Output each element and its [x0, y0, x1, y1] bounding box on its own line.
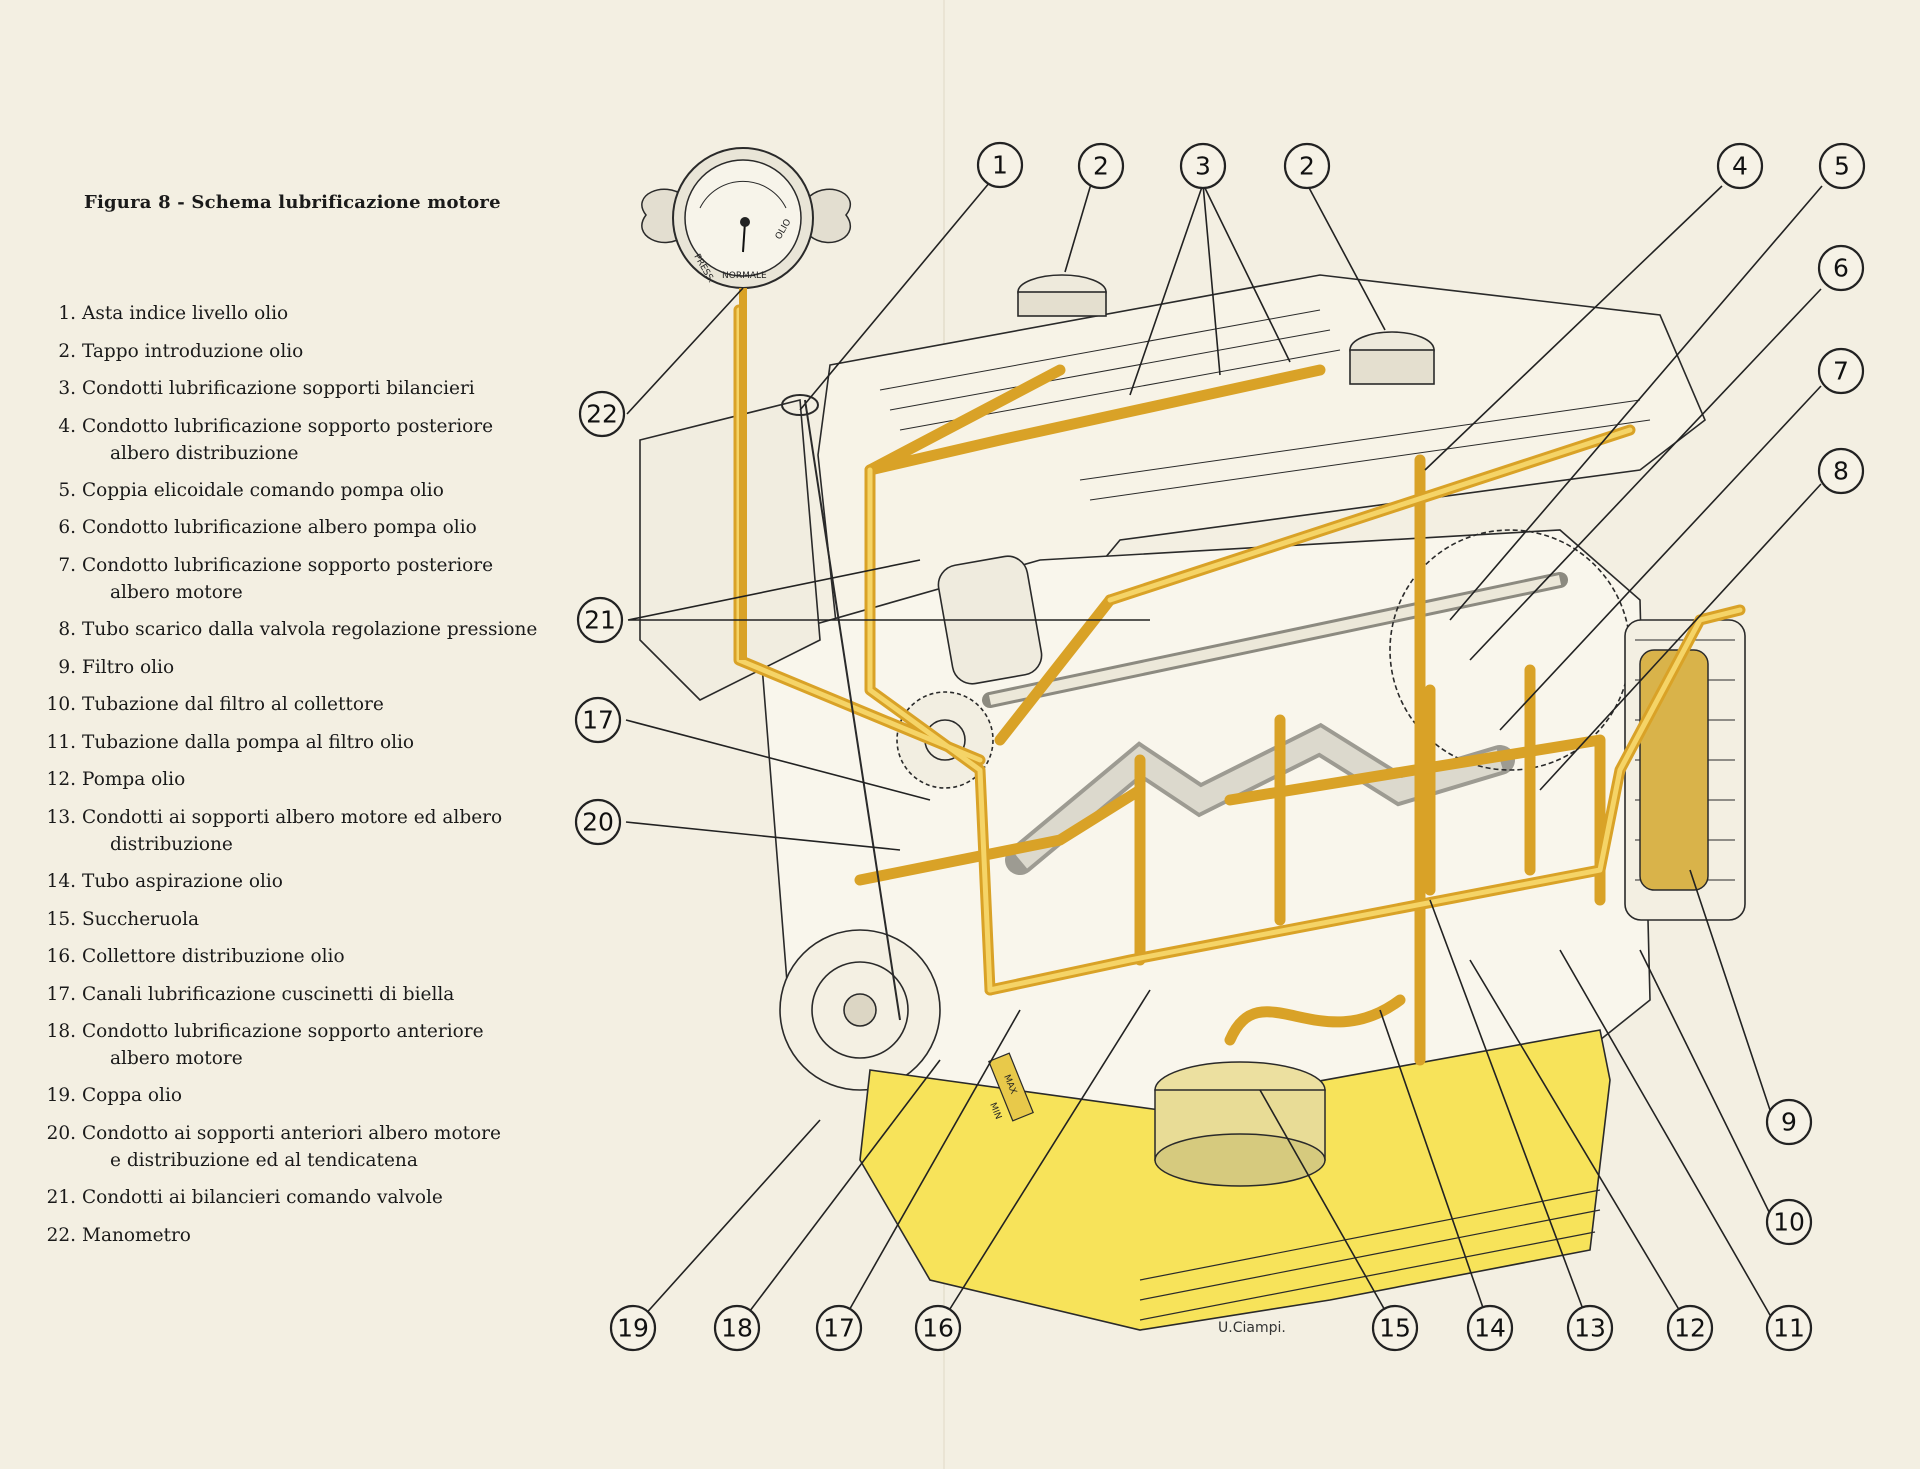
svg-text:6: 6	[1833, 254, 1849, 283]
oil-filter-element	[1639, 649, 1709, 891]
legend-item: 11.Tubazione dalla pompa al filtro olio	[46, 731, 415, 753]
pressure-gauge: PRESS. NORMALE OLIO	[641, 147, 852, 660]
legend-item: 14.Tubo aspirazione olio	[46, 870, 283, 892]
legend-item: 17.Canali lubrificazione cuscinetti di b…	[46, 983, 455, 1005]
legend-item: 8.Tubo scarico dalla valvola regolazione…	[58, 618, 538, 640]
svg-text:5: 5	[1834, 152, 1850, 181]
figure-title: Figura 8 - Schema lubrificazione motore	[84, 192, 501, 213]
svg-text:20: 20	[582, 808, 614, 837]
legend-item: 18.Condotto lubrificazione sopporto ante…	[46, 1021, 484, 1070]
svg-text:10: 10	[1773, 1208, 1805, 1237]
svg-text:18: 18	[721, 1314, 753, 1343]
callout-20: 20	[574, 798, 622, 846]
legend-item: 3.Condotti lubrificazione sopporti bilan…	[58, 378, 475, 400]
legend-item: 7.Condotto lubrificazione sopporto poste…	[58, 554, 494, 603]
svg-text:19: 19	[617, 1314, 649, 1343]
legend-item: 20.Condotto ai sopporti anteriori albero…	[46, 1122, 501, 1171]
callout-2: 2	[1283, 142, 1331, 190]
svg-text:9: 9	[1781, 1108, 1797, 1137]
svg-text:21: 21	[584, 606, 616, 635]
callout-17: 17	[815, 1304, 863, 1352]
callout-14: 14	[1466, 1304, 1514, 1352]
legend-item: 5.Coppia elicoidale comando pompa olio	[58, 479, 444, 501]
svg-text:2: 2	[1093, 152, 1109, 181]
svg-text:1: 1	[992, 151, 1008, 180]
callout-7: 7	[1817, 347, 1865, 395]
leader-lines	[625, 181, 1823, 1329]
callout-10: 10	[1765, 1198, 1813, 1246]
svg-text:2: 2	[1299, 152, 1315, 181]
legend-item: 15.Succheruola	[46, 908, 200, 930]
callout-1: 1	[976, 141, 1024, 189]
legend-item: 21.Condotti ai bilancieri comando valvol…	[46, 1186, 443, 1208]
svg-text:15: 15	[1379, 1314, 1411, 1343]
callout-6: 6	[1817, 244, 1865, 292]
legend-item: 9.Filtro olio	[58, 656, 175, 678]
svg-text:17: 17	[582, 706, 614, 735]
callout-18: 18	[713, 1304, 761, 1352]
svg-text:14: 14	[1474, 1314, 1506, 1343]
legend-item: 4.Condotto lubrificazione sopporto poste…	[58, 415, 494, 464]
legend-item: 2.Tappo introduzione olio	[58, 340, 304, 362]
callout-9: 9	[1765, 1098, 1813, 1146]
callout-22: 22	[578, 390, 626, 438]
callout-21: 21	[576, 596, 624, 644]
svg-text:11: 11	[1773, 1314, 1805, 1343]
gauge-needle	[742, 221, 746, 253]
svg-text:8: 8	[1833, 457, 1849, 486]
svg-text:16: 16	[922, 1314, 954, 1343]
gauge-label-bottom: NORMALE	[722, 271, 767, 281]
callout-5: 5	[1818, 142, 1866, 190]
legend-item: 6.Condotto lubrificazione albero pompa o…	[58, 517, 477, 539]
legend-item: 16.Collettore distribuzione olio	[46, 946, 345, 968]
svg-text:13: 13	[1574, 1314, 1606, 1343]
legend-item: 1.Asta indice livello olio	[58, 303, 289, 324]
legend-item: 13.Condotti ai sopporti albero motore ed…	[46, 806, 503, 855]
callout-2: 2	[1077, 142, 1125, 190]
svg-text:12: 12	[1674, 1314, 1706, 1343]
svg-text:7: 7	[1833, 357, 1849, 386]
callout-3: 3	[1179, 142, 1227, 190]
callout-13: 13	[1566, 1304, 1614, 1352]
callout-8: 8	[1817, 447, 1865, 495]
callout-11: 11	[1765, 1304, 1813, 1352]
engine-illustration	[639, 274, 1746, 1121]
rocker-cover-ribs	[879, 309, 1651, 501]
svg-text:22: 22	[586, 400, 618, 429]
sump-fins	[1139, 1189, 1601, 1321]
svg-text:17: 17	[823, 1314, 855, 1343]
callout-16: 16	[914, 1304, 962, 1352]
legend-list: 1.Asta indice livello olio 2.Tappo intro…	[38, 300, 558, 1259]
legend-item: 12.Pompa olio	[46, 769, 186, 791]
callout-17: 17	[574, 696, 622, 744]
legend-item: 22.Manometro	[46, 1224, 191, 1246]
svg-text:3: 3	[1195, 152, 1211, 181]
callout-12: 12	[1666, 1304, 1714, 1352]
callout-4: 4	[1716, 142, 1764, 190]
legend-item: 19.Coppa olio	[46, 1085, 182, 1107]
oil-cap-left-body	[1017, 291, 1107, 317]
callout-19: 19	[609, 1304, 657, 1352]
legend-item: 10.Tubazione dal filtro al collettore	[46, 694, 384, 716]
svg-text:4: 4	[1732, 152, 1748, 181]
callout-15: 15	[1371, 1304, 1419, 1352]
artist-signature: U.Ciampi.	[1218, 1320, 1286, 1336]
oil-cap-right-body	[1349, 349, 1435, 385]
